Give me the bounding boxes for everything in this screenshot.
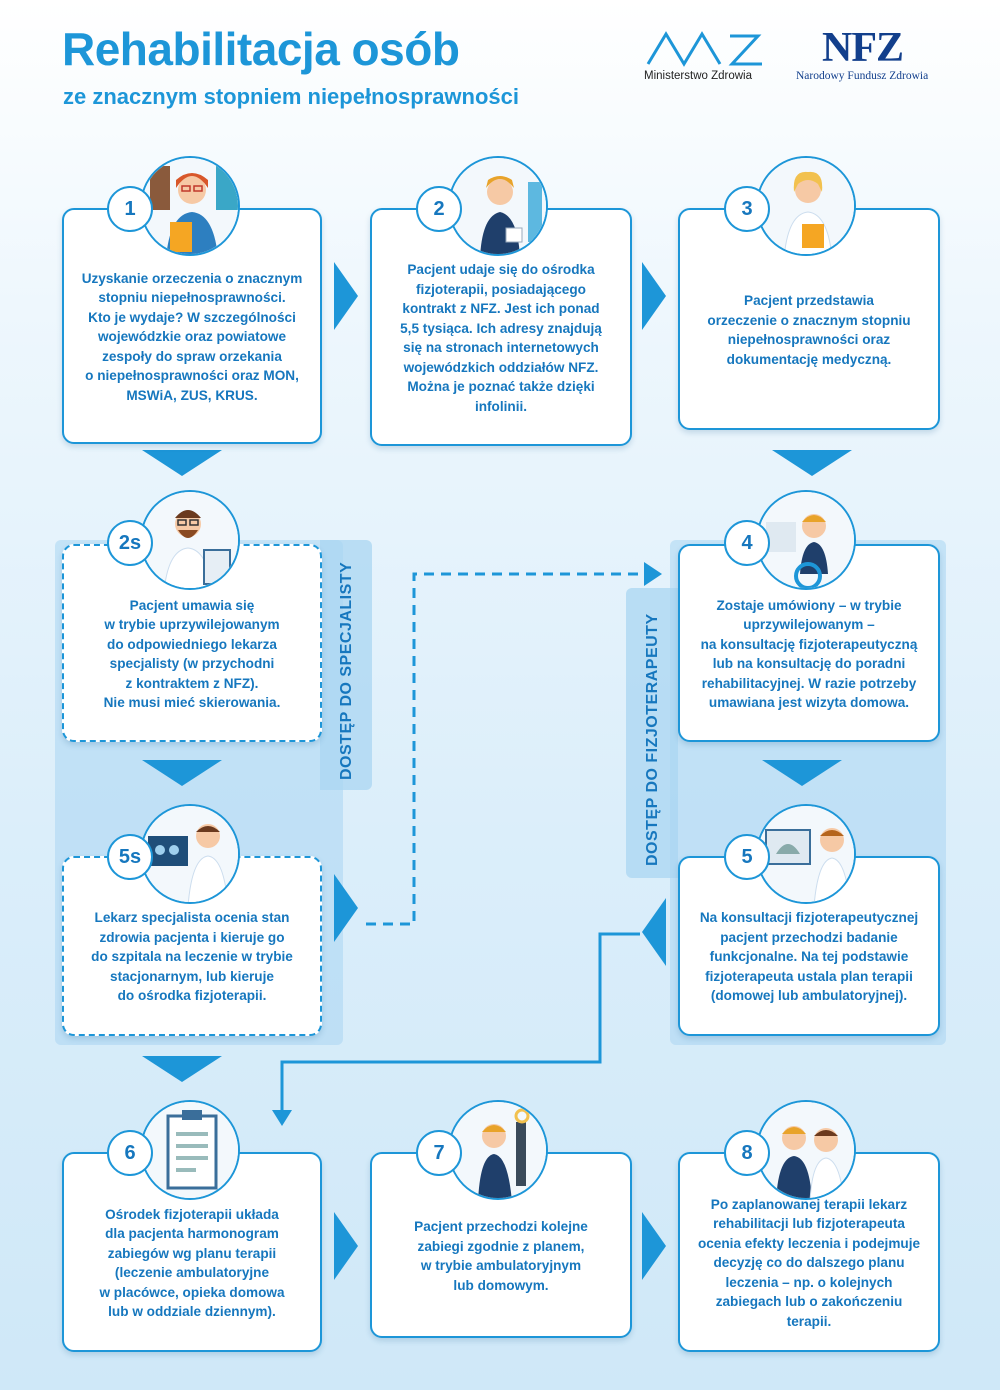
arrow-into-6-icon: [272, 1110, 292, 1126]
step-text-6: Ośrodek fizjoterapii układa dla pacjenta…: [99, 1206, 285, 1320]
step-number-1: 1: [107, 186, 153, 232]
clipboard-schedule-icon: [140, 1100, 240, 1200]
step-box-4: Zostaje umówiony – w trybie uprzywilejow…: [678, 544, 940, 742]
patient-exercise-icon: [448, 1100, 548, 1200]
nfz-logo-mark: NFZ: [822, 25, 904, 71]
doctor-with-clipboard-icon: [140, 490, 240, 590]
specialist-label-tab: [320, 540, 372, 790]
step-text-1: Uzyskanie orzeczenia o znacznym stopniu …: [81, 270, 303, 403]
patient-with-folder-icon: [756, 156, 856, 256]
step-number-6: 6: [107, 1130, 153, 1176]
page-title: Rehabilitacja osób: [62, 23, 460, 75]
step-text-8: Po zaplanowanej terapii lekarz rehabilit…: [697, 1196, 921, 1329]
arrow-5s-to-6-icon: [142, 1056, 222, 1082]
patient-walking-icon: [448, 156, 548, 256]
page-subtitle: ze znacznym stopniem niepełnosprawności: [63, 84, 519, 109]
arrow-4-to-5-icon: [762, 760, 842, 786]
step-number-5: 5: [724, 834, 770, 880]
official-with-document-icon: [140, 156, 240, 256]
arrow-7-to-8-icon: [642, 1212, 666, 1280]
step-number-4: 4: [724, 520, 770, 566]
step-text-2: Pacjent udaje się do ośrodka fizjoterapi…: [400, 262, 602, 414]
arrow-5s-right-icon: [334, 874, 358, 942]
dashed-path-5s-to-4: [366, 572, 644, 926]
mz-logo-mark-icon: [646, 31, 762, 67]
arrow-2s-to-5s-icon: [142, 760, 222, 786]
mz-logo-text: Ministerstwo Zdrowia: [644, 70, 752, 82]
arrow-3-to-4-icon: [772, 450, 852, 476]
arrow-into-4-icon: [644, 562, 662, 586]
doctor-xray-icon: [140, 804, 240, 904]
physio-label-tab: [626, 588, 678, 878]
step-text-2s: Pacjent umawia się w trybie uprzywilejow…: [103, 597, 281, 711]
step-number-2: 2: [416, 186, 462, 232]
step-box-5: Na konsultacji fizjoterapeutycznej pacje…: [678, 856, 940, 1036]
step-number-5s: 5s: [107, 834, 153, 880]
step-text-7: Pacjent przechodzi kolejne zabiegi zgodn…: [414, 1219, 588, 1293]
step-text-4: Zostaje umówiony – w trybie uprzywilejow…: [700, 597, 918, 711]
step-number-7: 7: [416, 1130, 462, 1176]
nfz-logo: NFZ Narodowy Fundusz Zdrowia: [796, 24, 956, 84]
arrow-6-to-7-icon: [334, 1212, 358, 1280]
arrow-2-to-3-icon: [642, 262, 666, 330]
nfz-logo-text: Narodowy Fundusz Zdrowia: [796, 70, 929, 82]
doctor-monitor-icon: [756, 804, 856, 904]
arrow-1-to-2s-icon: [142, 450, 222, 476]
step-text-3: Pacjent przedstawia orzeczenie o znaczny…: [707, 293, 911, 367]
ministerstwo-zdrowia-logo: Ministerstwo Zdrowia: [644, 26, 768, 86]
patient-wheelchair-icon: [756, 490, 856, 590]
step-box-8: Po zaplanowanej terapii lekarz rehabilit…: [678, 1152, 940, 1352]
step-text-5s: Lekarz specjalista ocenia stan zdrowia p…: [91, 910, 293, 1004]
step-number-2s: 2s: [107, 520, 153, 566]
doctor-and-patient-icon: [756, 1100, 856, 1200]
step-box-5s: Lekarz specjalista ocenia stan zdrowia p…: [62, 856, 322, 1036]
arrow-5-left-icon: [642, 898, 666, 966]
path-5-to-6: [280, 932, 640, 1112]
step-box-1: Uzyskanie orzeczenia o znacznym stopniu …: [62, 208, 322, 444]
step-number-3: 3: [724, 186, 770, 232]
arrow-1-to-2-icon: [334, 262, 358, 330]
step-number-8: 8: [724, 1130, 770, 1176]
step-text-5: Na konsultacji fizjoterapeutycznej pacje…: [699, 910, 919, 1004]
